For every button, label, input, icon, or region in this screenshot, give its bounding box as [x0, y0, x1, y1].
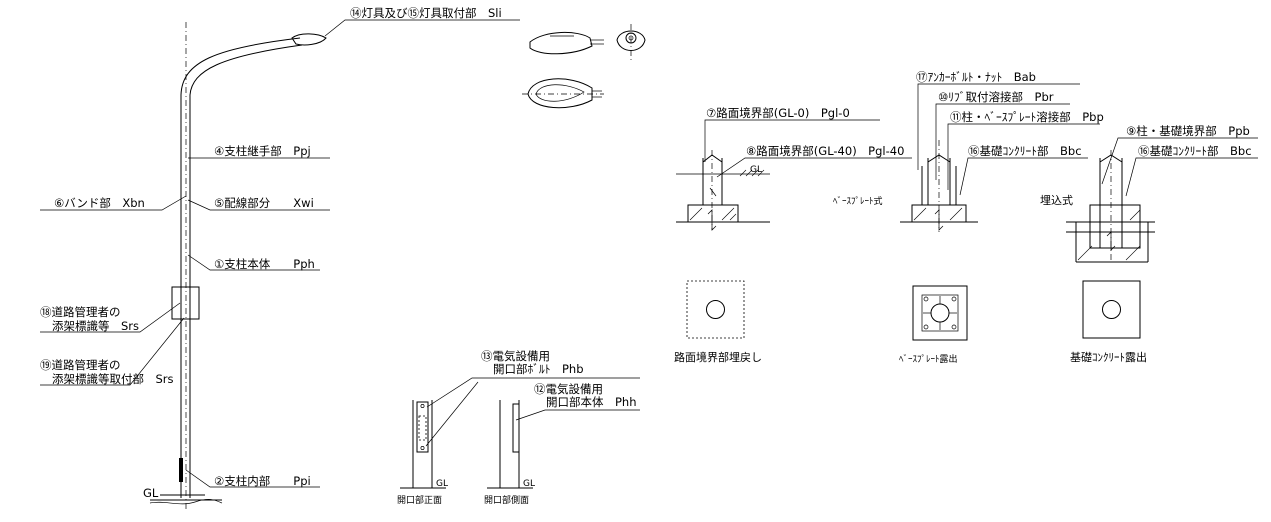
label-pillar-foundation: ⑨柱・基礎境界部 Ppb: [1126, 124, 1250, 138]
label-sign-1-line2: 添架標識等 Srs: [52, 319, 139, 333]
gl-label-side: GL: [523, 479, 535, 489]
gl-label-front: GL: [436, 479, 448, 489]
label-pole-body: ①支柱本体 Pph: [214, 257, 315, 271]
opening-front-view: GL: [400, 400, 448, 489]
label-embed-type: 埋込式: [1040, 194, 1073, 207]
label-fixture: ⑭灯具及び⑮灯具取付部 Sli: [350, 6, 502, 20]
plan-baseplate: [912, 285, 968, 341]
label-wiring: ⑤配線部分 Xwi: [214, 196, 314, 210]
caption-baseplate-exposed: ﾍﾞｰｽﾌﾟﾚｰﾄ露出: [899, 353, 958, 365]
label-pole-inner: ②支柱内部 Ppi: [214, 474, 311, 488]
label-band: ⑥バンド部 Xbn: [54, 196, 145, 210]
main-pole-leaders: [40, 19, 520, 488]
label-pole-joint: ④支柱継手部 Ppj: [214, 144, 311, 158]
label-road-gl40: ⑧路面境界部(GL-40) Pgl-40: [746, 144, 904, 158]
label-opening-bolt-line2: 開口部ﾎﾞﾙﾄ Phb: [493, 362, 584, 376]
label-road-gl0: ⑦路面境界部(GL-0) Pgl-0: [706, 106, 850, 120]
caption-opening-front: 開口部正面: [397, 494, 442, 506]
gl-label-road: GL: [750, 165, 762, 175]
label-baseplate-type: ﾍﾞｰｽﾌﾟﾚｰﾄ式: [833, 195, 883, 207]
label-sign-2-line1: ⑲道路管理者の: [40, 358, 121, 372]
label-concrete-b: ⑯基礎ｺﾝｸﾘｰﾄ部 Bbc: [1138, 144, 1252, 158]
gl-label-main: GL: [143, 486, 159, 500]
label-rib-weld: ⑩ﾘﾌﾞ取付溶接部 Pbr: [938, 90, 1054, 104]
label-concrete-a: ⑯基礎ｺﾝｸﾘｰﾄ部 Bbc: [968, 144, 1082, 158]
embedded-detail: [1066, 150, 1155, 263]
label-sign-1-line1: ⑱道路管理者の: [40, 305, 121, 319]
fixture-side-view: [529, 31, 604, 55]
fixture-front-view: [616, 24, 646, 62]
label-sign-2-line2: 添架標識等取付部 Srs: [52, 372, 174, 386]
caption-opening-side: 開口部側面: [484, 494, 529, 506]
road-boundary-detail: GL: [676, 150, 770, 231]
fixture-bottom-view: [522, 78, 604, 109]
opening-side-view: GL: [487, 400, 535, 489]
label-opening-body-line1: ⑫電気設備用: [534, 382, 603, 396]
label-opening-bolt-line1: ⑬電気設備用: [481, 349, 550, 363]
caption-concrete-exposed: 基礎ｺﾝｸﾘｰﾄ露出: [1070, 350, 1147, 364]
label-anchor-bolt: ⑰ｱﾝｶｰﾎﾞﾙﾄ・ﾅｯﾄ Bab: [916, 70, 1036, 84]
baseplate-detail: [900, 140, 978, 232]
main-pole: GL: [143, 22, 327, 512]
plan-road-backfill: [686, 280, 745, 339]
label-opening-body-line2: 開口部本体 Phh: [546, 395, 637, 409]
label-pillar-baseplate-weld: ⑪柱・ﾍﾞｰｽﾌﾟﾚｰﾄ溶接部 Pbp: [950, 110, 1104, 124]
caption-road-backfill: 路面境界部埋戻し: [674, 350, 762, 364]
plan-concrete: [1082, 280, 1141, 339]
